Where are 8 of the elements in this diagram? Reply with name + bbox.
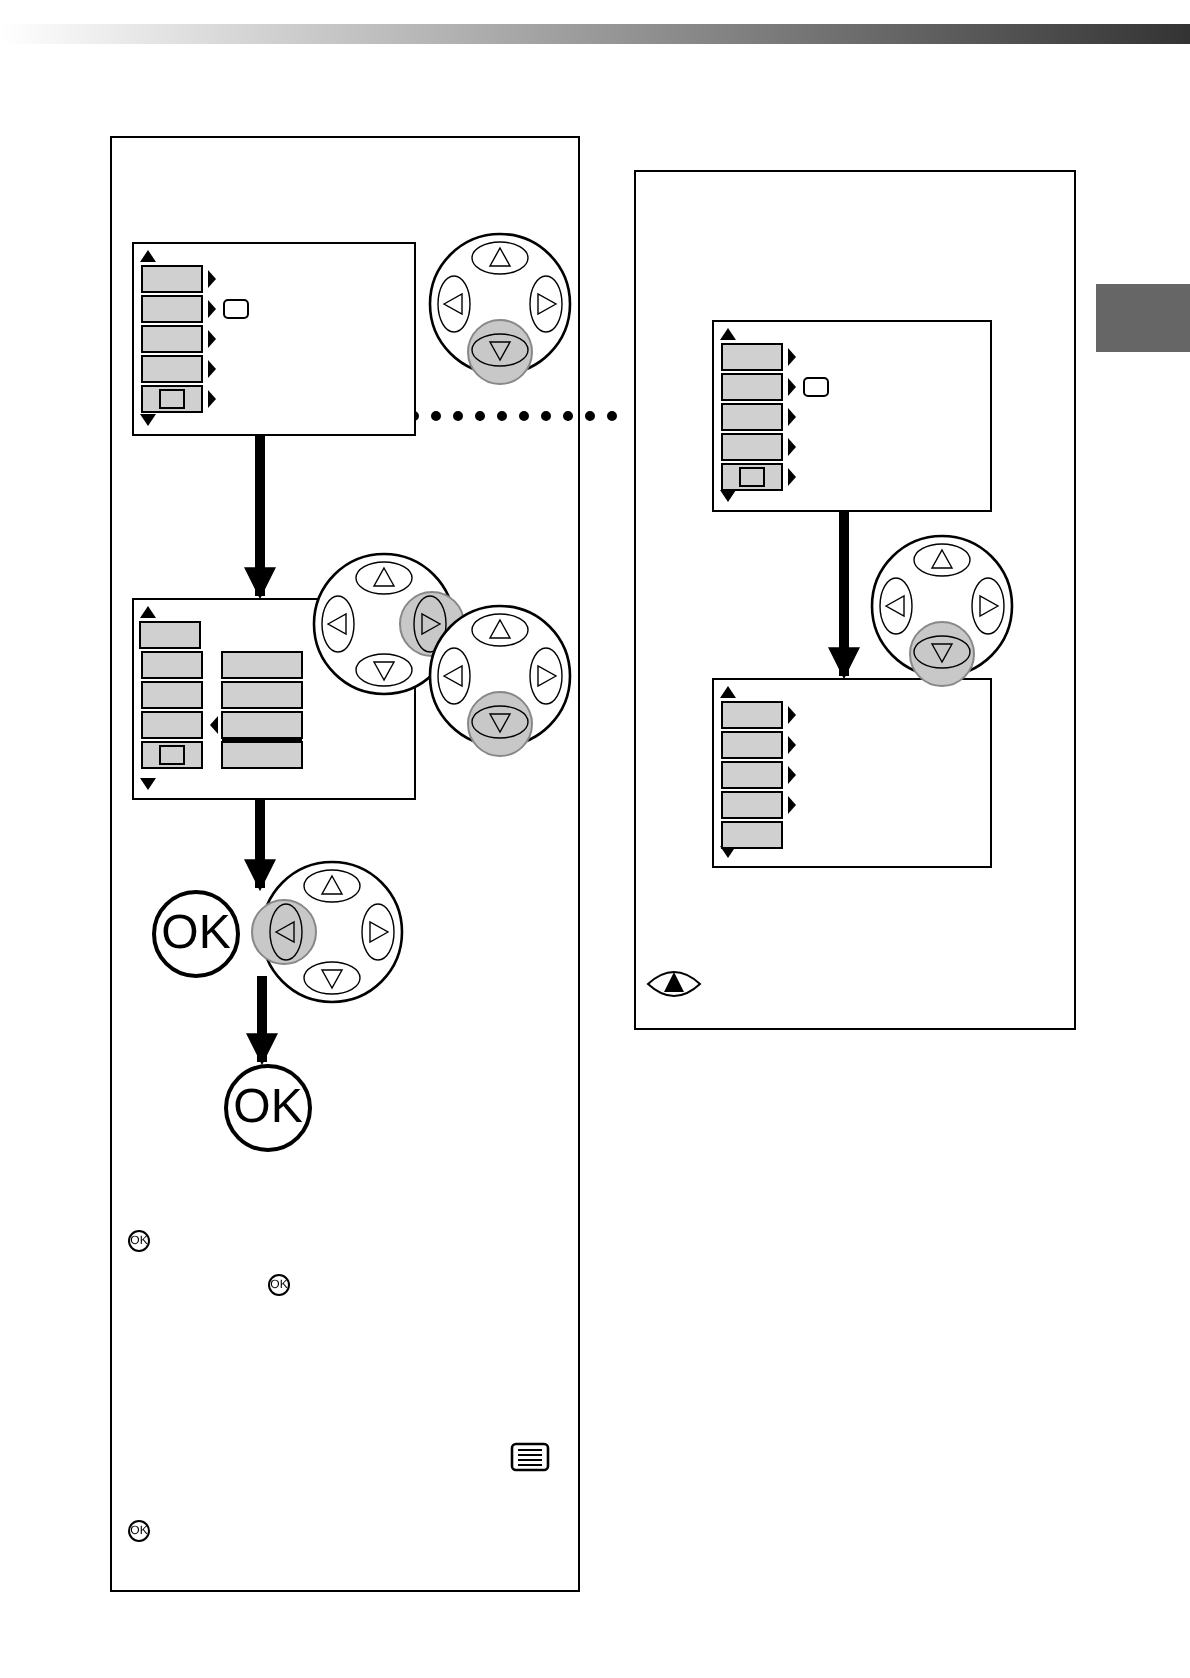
ok-button: OK [152, 890, 240, 978]
arrow [828, 510, 860, 680]
ok-button: OK [224, 1064, 312, 1152]
menu-screen [712, 320, 992, 512]
arrow [244, 434, 276, 600]
menu-screen [132, 242, 416, 436]
arrow [244, 798, 276, 892]
menu-screen [712, 678, 992, 868]
